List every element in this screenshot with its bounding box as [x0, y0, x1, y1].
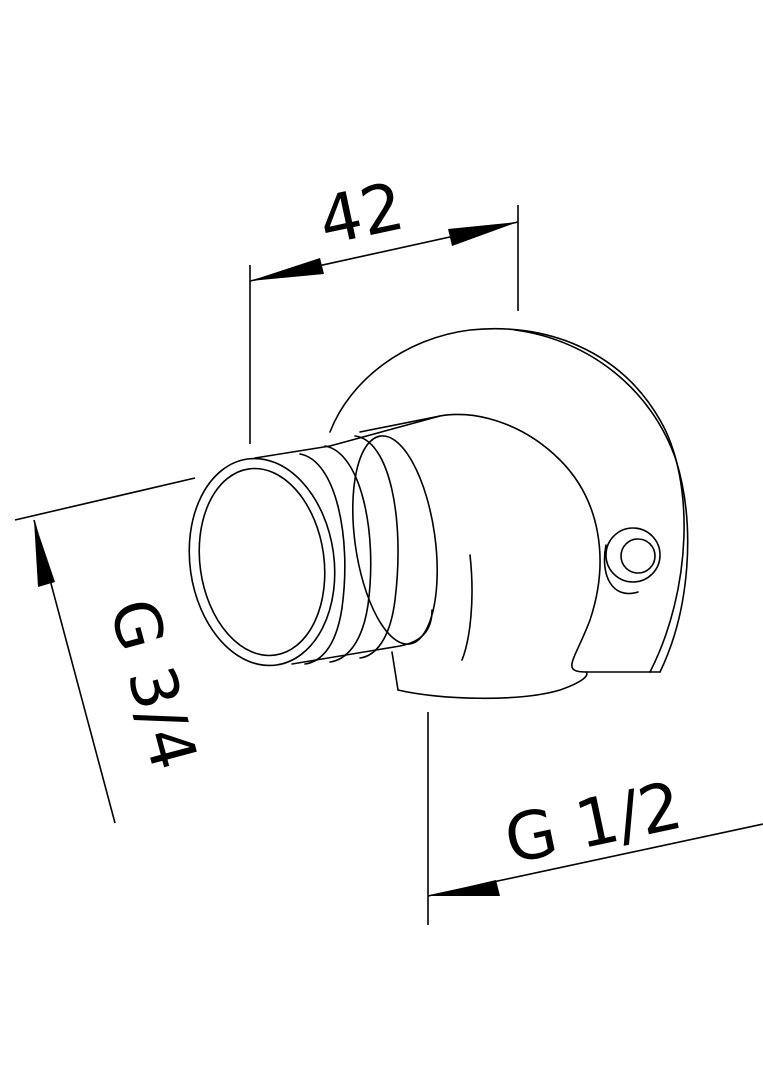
flange-rim [514, 329, 689, 673]
extension-line-top [14, 477, 196, 521]
spigot-bottom [291, 609, 433, 665]
dimension-inlet: G 3/4 [14, 477, 210, 824]
spigot-face-inner [198, 467, 326, 657]
spigot-ring-back [351, 435, 439, 645]
arrow-left [428, 880, 500, 896]
outlet-thread-label: G 1/2 [498, 767, 688, 879]
elbow-left-drop [391, 651, 399, 691]
spigot-face-outer [188, 457, 336, 667]
fitting-part [188, 327, 689, 700]
thread-ring-1 [299, 453, 346, 665]
arrow-up [34, 520, 55, 587]
elbow-body [359, 413, 601, 673]
arrow-left [250, 258, 324, 281]
elbow-bottom [397, 671, 588, 700]
flange-outline [329, 327, 685, 673]
elbow-shade-line [461, 554, 473, 661]
inlet-thread-label: G 3/4 [94, 591, 210, 777]
thread-ring-3 [354, 435, 399, 659]
screw-boss [603, 544, 639, 595]
dimension-outlet: G 1/2 [427, 712, 763, 925]
length-label: 42 [312, 168, 410, 261]
thread-ring-2 [324, 445, 372, 663]
dimension-length: 42 [249, 168, 519, 444]
arrow-right [448, 222, 518, 246]
screw-hole-outer [605, 527, 661, 583]
screw-hole-inner [620, 538, 656, 574]
spigot-top [254, 415, 441, 459]
